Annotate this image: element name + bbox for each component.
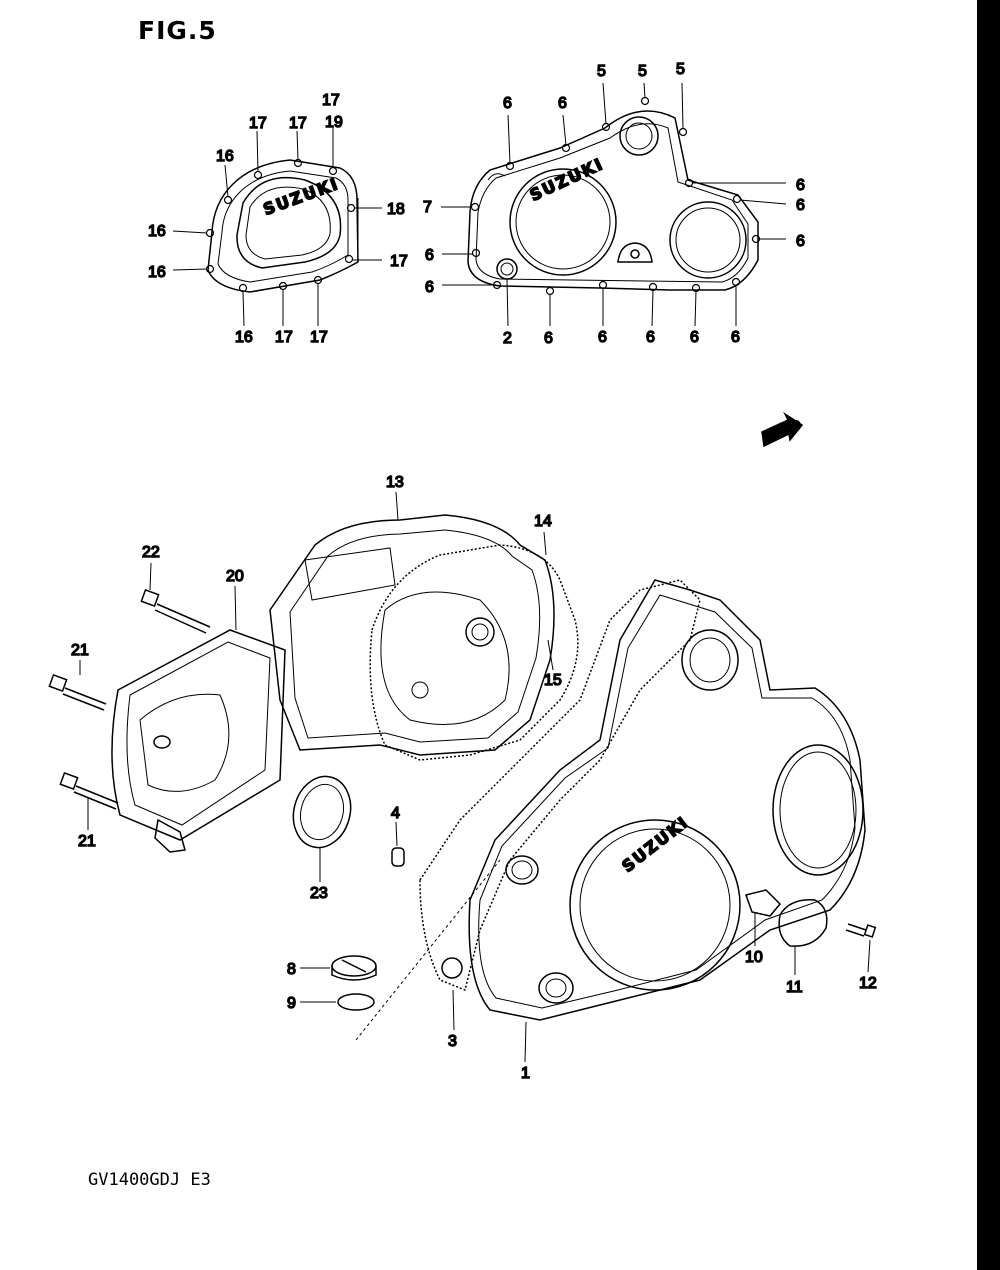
callout-21: 21 [78, 833, 96, 850]
callout-23: 23 [310, 885, 328, 902]
right-cover-leaders [441, 82, 787, 327]
callout-20: 20 [226, 568, 244, 585]
callout-17: 17 [249, 115, 267, 132]
part-11-cap [778, 899, 828, 947]
figure-title: FIG.5 [138, 16, 217, 45]
part-21-bolt-lower [59, 772, 119, 810]
callout-6: 6 [425, 247, 434, 264]
callout-12: 12 [859, 975, 877, 992]
callout-15: 15 [544, 672, 562, 689]
callout-17: 17 [322, 92, 340, 109]
callout-22: 22 [142, 544, 160, 561]
part-1-main-cover: SUZUKI [468, 579, 866, 1021]
brand-mark-main-cover: SUZUKI [618, 812, 692, 876]
callout-4: 4 [391, 805, 400, 822]
part-13-housing [269, 514, 555, 756]
left-small-cover: SUZUKI [207, 159, 359, 293]
part-4-dowel-pin [391, 847, 405, 867]
part-14-gasket [369, 544, 579, 761]
callout-6: 6 [796, 233, 805, 250]
callout-6: 6 [558, 95, 567, 112]
callout-6: 6 [503, 95, 512, 112]
callout-10: 10 [745, 949, 763, 966]
fwd-arrow-icon: FWD [761, 411, 805, 448]
model-code: GV1400GDJ E3 [88, 1170, 211, 1190]
callout-labels: 17 17 17 19 16 16 16 16 17 17 18 17 5 5 … [70, 60, 877, 1083]
left-cover-leaders [172, 127, 382, 327]
callout-5: 5 [676, 61, 685, 78]
callout-6: 6 [731, 329, 740, 346]
callout-7: 7 [423, 199, 432, 216]
part-22-bolt [140, 589, 211, 634]
right-cover-bolt-holes [470, 96, 761, 296]
callout-6: 6 [598, 329, 607, 346]
part-3-gasket [419, 579, 701, 992]
callout-16: 16 [216, 148, 234, 165]
callout-6: 6 [425, 279, 434, 296]
callout-13: 13 [386, 474, 404, 491]
callout-9: 9 [287, 995, 296, 1012]
callout-17: 17 [275, 329, 293, 346]
callout-6: 6 [690, 329, 699, 346]
callout-6: 6 [646, 329, 655, 346]
callout-5: 5 [597, 63, 606, 80]
callout-3: 3 [448, 1033, 457, 1050]
callout-16: 16 [235, 329, 253, 346]
part-20-guard [111, 629, 286, 853]
part-3-dowel-hole [441, 957, 463, 979]
part-21-bolt-upper [48, 674, 107, 711]
scan-edge-bar [977, 0, 1000, 1270]
callout-19: 19 [325, 114, 343, 131]
callout-14: 14 [534, 513, 552, 530]
part-8-filler-cap [331, 955, 377, 981]
callout-21: 21 [71, 642, 89, 659]
callout-1: 1 [521, 1065, 530, 1082]
callout-6: 6 [544, 330, 553, 347]
callout-5: 5 [638, 63, 647, 80]
callout-16: 16 [148, 223, 166, 240]
right-small-cover: SUZUKI [467, 110, 759, 291]
callout-18: 18 [387, 201, 405, 218]
part-10-switch [745, 889, 782, 917]
callout-6: 6 [796, 177, 805, 194]
part-23-oil-seal [292, 775, 352, 849]
callout-16: 16 [148, 264, 166, 281]
callout-11: 11 [786, 979, 803, 996]
part-9-o-ring [337, 993, 375, 1011]
callout-6: 6 [796, 197, 805, 214]
callout-2: 2 [503, 330, 512, 347]
part-12-screw [845, 923, 877, 938]
callout-8: 8 [287, 961, 296, 978]
callout-17: 17 [310, 329, 328, 346]
callout-17: 17 [390, 253, 408, 270]
main-leaders [79, 491, 871, 1063]
callout-17: 17 [289, 115, 307, 132]
